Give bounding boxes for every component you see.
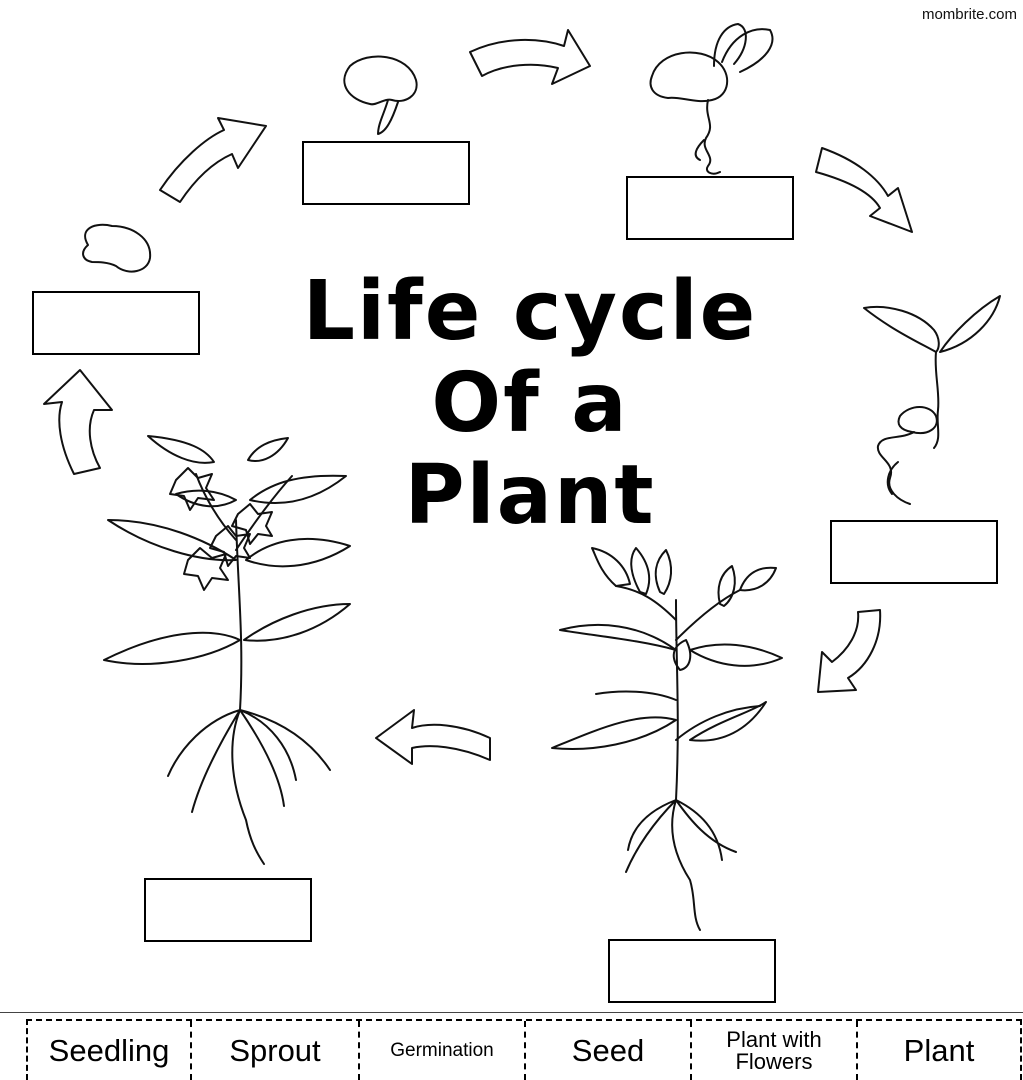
- site-credit: mombrite.com: [922, 6, 1017, 23]
- page-title-line-3: Plant: [270, 450, 790, 542]
- word-card-seedling[interactable]: Seedling: [28, 1021, 192, 1080]
- arrow-seed-to-germination: [160, 118, 266, 202]
- answer-box-germination[interactable]: [302, 141, 470, 205]
- arrow-flowering-to-seed: [44, 370, 112, 474]
- word-card-plant-with-flowers[interactable]: Plant with Flowers: [692, 1021, 858, 1080]
- word-card-seed[interactable]: Seed: [526, 1021, 692, 1080]
- answer-box-seed[interactable]: [32, 291, 200, 355]
- arrow-plant-to-flowering: [376, 710, 490, 764]
- sprout-illustration: [651, 24, 773, 174]
- word-bank: Seedling Sprout Germination Seed Plant w…: [26, 1019, 1022, 1080]
- answer-box-plant-with-flowers[interactable]: [144, 878, 312, 942]
- answer-box-seedling[interactable]: [830, 520, 998, 584]
- page-title-line-1: Life cycle: [270, 266, 790, 358]
- arrow-seedling-to-plant: [818, 610, 880, 692]
- word-card-germination[interactable]: Germination: [360, 1021, 526, 1080]
- seed-illustration: [83, 225, 150, 272]
- answer-box-sprout[interactable]: [626, 176, 794, 240]
- germinating-seed-illustration: [344, 57, 416, 134]
- word-card-sprout[interactable]: Sprout: [192, 1021, 360, 1080]
- word-card-plant[interactable]: Plant: [858, 1021, 1020, 1080]
- arrow-sprout-to-seedling: [816, 148, 912, 232]
- page-title-line-2: Of a: [270, 358, 790, 450]
- answer-box-plant[interactable]: [608, 939, 776, 1003]
- seedling-illustration: [864, 296, 1000, 504]
- young-plant-illustration: [552, 548, 782, 930]
- divider-line: [0, 1012, 1023, 1013]
- arrow-germination-to-sprout: [470, 30, 590, 84]
